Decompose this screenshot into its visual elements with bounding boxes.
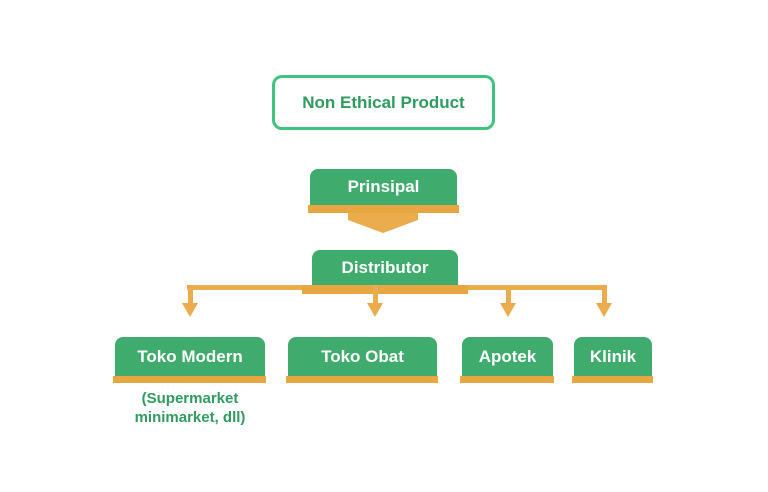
node-distributor: Distributor xyxy=(312,250,458,285)
title-label: Non Ethical Product xyxy=(302,92,465,112)
toko-modern-note: (Supermarket minimarket, dll) xyxy=(100,389,280,427)
down-arrow-klinik-stem xyxy=(602,285,607,304)
funnel-down-arrow-icon xyxy=(348,213,418,233)
node-toko-modern: Toko Modern xyxy=(115,337,265,376)
toko-modern-note-line2: minimarket, dll) xyxy=(134,409,246,426)
title-box: Non Ethical Product xyxy=(272,75,495,130)
node-toko-obat: Toko Obat xyxy=(288,337,437,376)
down-arrow-toko-obat-icon xyxy=(367,303,383,317)
down-arrow-apotek-icon xyxy=(500,303,516,317)
node-toko-obat-underline xyxy=(286,376,438,383)
down-arrow-klinik-icon xyxy=(596,303,612,317)
node-apotek-underline xyxy=(460,376,554,383)
node-toko-obat-label: Toko Obat xyxy=(321,346,404,366)
down-arrow-toko-obat-stem xyxy=(373,285,378,304)
node-klinik-label: Klinik xyxy=(589,346,637,366)
down-arrow-apotek-stem xyxy=(506,285,511,304)
node-apotek-label: Apotek xyxy=(478,346,537,366)
node-apotek: Apotek xyxy=(462,337,553,376)
node-prinsipal: Prinsipal xyxy=(310,169,457,205)
node-prinsipal-underline xyxy=(308,205,459,213)
down-arrow-toko-modern-stem xyxy=(188,285,193,304)
node-distributor-underline xyxy=(302,285,468,294)
node-klinik-underline xyxy=(572,376,653,383)
toko-modern-note-line1: (Supermarket xyxy=(141,390,239,407)
down-arrow-toko-modern-icon xyxy=(182,303,198,317)
node-toko-modern-underline xyxy=(113,376,266,383)
node-prinsipal-label: Prinsipal xyxy=(347,177,420,196)
node-toko-modern-label: Toko Modern xyxy=(137,346,243,366)
node-klinik: Klinik xyxy=(574,337,652,376)
node-distributor-label: Distributor xyxy=(341,257,429,277)
